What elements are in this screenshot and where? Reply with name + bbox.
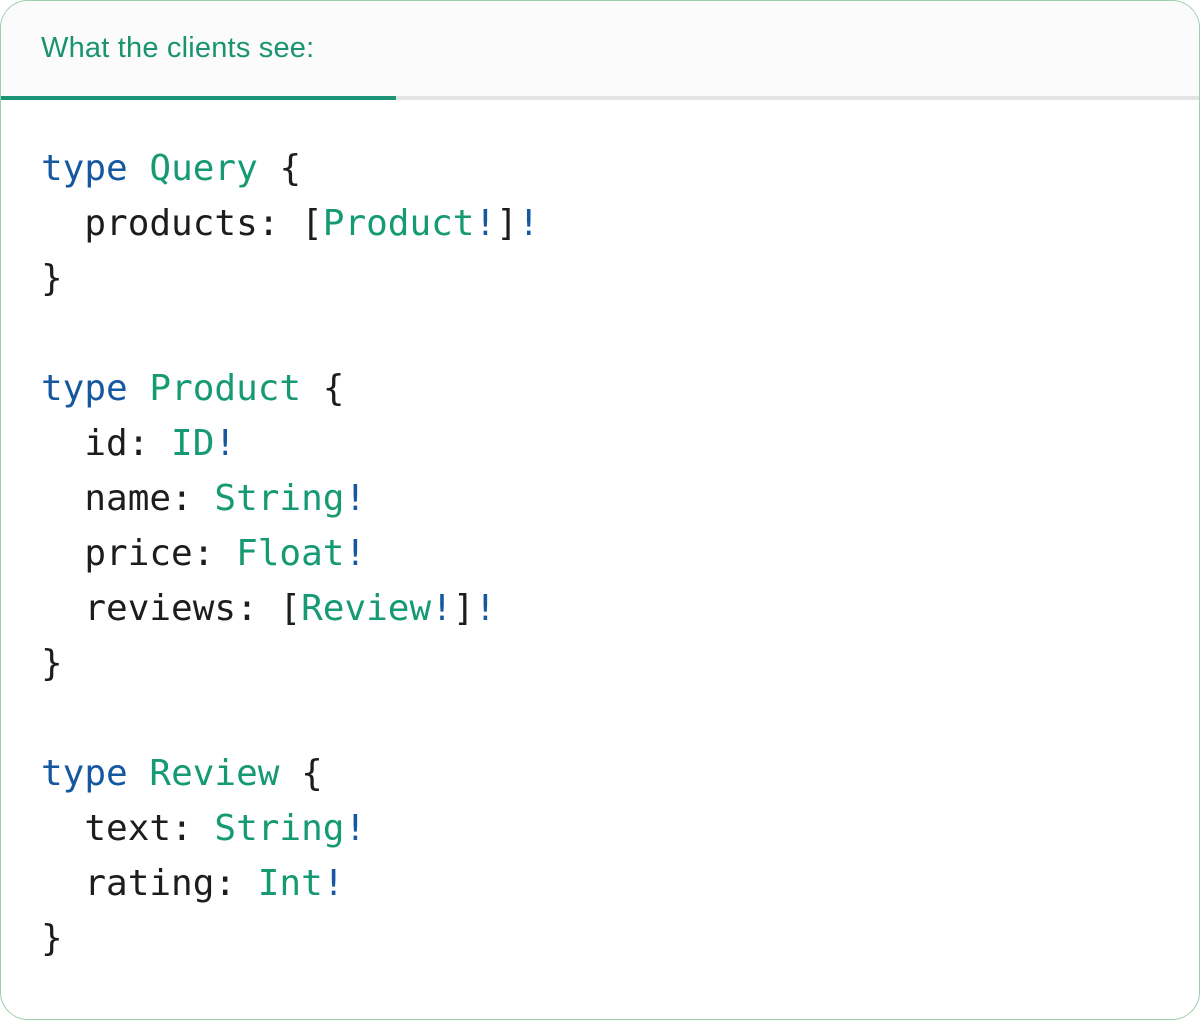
- panel-header: What the clients see:: [1, 1, 1199, 96]
- code-token-plain: reviews: [: [41, 588, 302, 629]
- code-line: type Query {: [41, 141, 1169, 196]
- code-token-type: Review: [301, 588, 432, 629]
- code-line: }: [41, 911, 1169, 966]
- code-line: type Product {: [41, 361, 1169, 416]
- code-line: [41, 691, 1169, 746]
- code-token-plain: [128, 753, 150, 794]
- code-token-type: Product: [149, 368, 302, 409]
- code-line: rating: Int!: [41, 856, 1169, 911]
- code-token-plain: {: [301, 368, 345, 409]
- code-token-plain: }: [41, 258, 63, 299]
- code-line: }: [41, 251, 1169, 306]
- tab-underline-track: [1, 96, 1199, 100]
- code-token-keyword: !: [517, 203, 540, 244]
- code-line: type Review {: [41, 746, 1169, 801]
- code-token-keyword: !: [431, 588, 453, 629]
- tab-what-clients-see[interactable]: What the clients see:: [1, 1, 314, 96]
- code-line: }: [41, 636, 1169, 691]
- code-token-keyword: type: [41, 753, 128, 794]
- code-token-type: String: [214, 808, 345, 849]
- code-token-keyword: !: [474, 203, 497, 244]
- code-token-plain: products: [: [41, 203, 323, 244]
- code-token-plain: price:: [41, 533, 237, 574]
- graphql-schema-code: type Query { products: [Product!]!} type…: [1, 100, 1199, 966]
- code-token-type: Int: [257, 863, 323, 904]
- code-token-type: ID: [171, 423, 215, 464]
- code-token-type: Review: [149, 753, 280, 794]
- code-token-plain: [128, 368, 150, 409]
- code-token-plain: {: [279, 753, 323, 794]
- code-token-type: Query: [149, 148, 258, 189]
- code-token-keyword: !: [344, 478, 367, 519]
- code-token-plain: [128, 148, 150, 189]
- code-token-keyword: type: [41, 368, 128, 409]
- code-token-plain: ]: [496, 203, 518, 244]
- code-token-type: Product: [322, 203, 475, 244]
- tab-label: What the clients see:: [41, 32, 315, 64]
- code-line: id: ID!: [41, 416, 1169, 471]
- code-line: [41, 306, 1169, 361]
- code-token-keyword: !: [344, 533, 367, 574]
- code-token-keyword: !: [344, 808, 367, 849]
- code-token-type: Float: [236, 533, 345, 574]
- code-token-keyword: !: [474, 588, 497, 629]
- code-token-keyword: !: [322, 863, 345, 904]
- code-token-plain: }: [41, 918, 63, 959]
- code-token-plain: id:: [41, 423, 172, 464]
- code-token-plain: name:: [41, 478, 215, 519]
- code-token-plain: ]: [452, 588, 475, 629]
- code-token-plain: {: [257, 148, 302, 189]
- code-line: name: String!: [41, 471, 1169, 526]
- active-tab-indicator: [1, 96, 396, 100]
- code-token-keyword: type: [41, 148, 128, 189]
- code-token-plain: }: [41, 643, 63, 684]
- code-token-plain: text:: [41, 808, 215, 849]
- code-token-type: String: [214, 478, 345, 519]
- code-token-keyword: !: [214, 423, 237, 464]
- code-line: text: String!: [41, 801, 1169, 856]
- code-token-plain: rating:: [41, 863, 258, 904]
- code-line: products: [Product!]!: [41, 196, 1169, 251]
- code-line: reviews: [Review!]!: [41, 581, 1169, 636]
- code-line: price: Float!: [41, 526, 1169, 581]
